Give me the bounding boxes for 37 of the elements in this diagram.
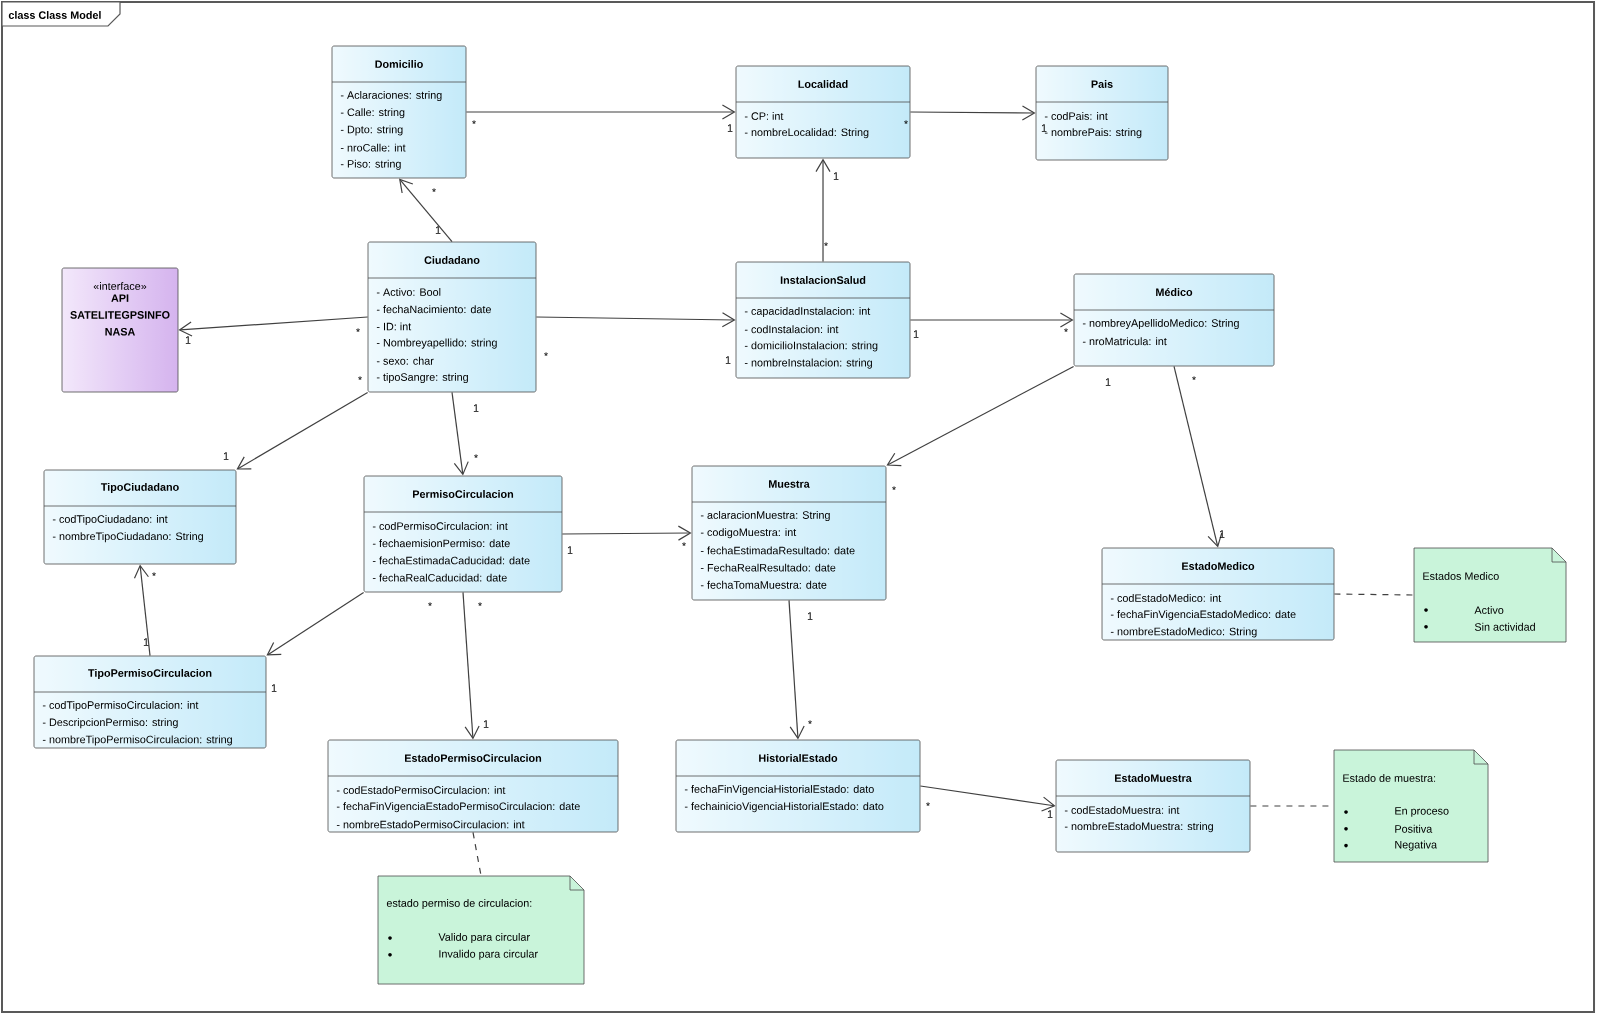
association-arrow	[451, 391, 469, 476]
association-arrow	[909, 312, 1074, 328]
class-box	[327, 739, 619, 833]
association-arrow	[133, 564, 151, 657]
association-arrow	[1173, 365, 1223, 548]
note-link	[472, 831, 482, 877]
class-box	[367, 241, 537, 393]
association-arrow	[236, 391, 369, 470]
note-box	[377, 875, 585, 985]
association-arrow	[535, 312, 736, 328]
class-box	[1055, 759, 1251, 853]
association-arrow	[399, 178, 453, 243]
note-box	[1413, 547, 1567, 643]
note-box	[1333, 749, 1489, 863]
class-box	[1035, 65, 1169, 161]
class-box	[363, 475, 563, 593]
class-box	[331, 45, 467, 179]
class-box	[43, 469, 237, 565]
association-arrow	[909, 105, 1036, 121]
association-arrow	[561, 525, 692, 541]
association-arrow	[788, 599, 805, 740]
note-link	[1333, 593, 1415, 596]
association-arrow	[886, 365, 1075, 467]
class-box	[735, 261, 911, 379]
association-arrow	[178, 316, 369, 337]
class-box	[1101, 547, 1335, 641]
association-arrow	[462, 591, 480, 740]
class-box	[691, 465, 887, 601]
interface-box	[61, 267, 179, 393]
class-box	[1073, 273, 1275, 367]
class-box	[735, 65, 911, 159]
class-box	[33, 655, 267, 749]
association-arrow	[815, 158, 831, 263]
association-arrow	[465, 104, 736, 120]
class-box	[675, 739, 921, 833]
association-arrow	[919, 785, 1056, 812]
association-arrow	[266, 591, 365, 656]
